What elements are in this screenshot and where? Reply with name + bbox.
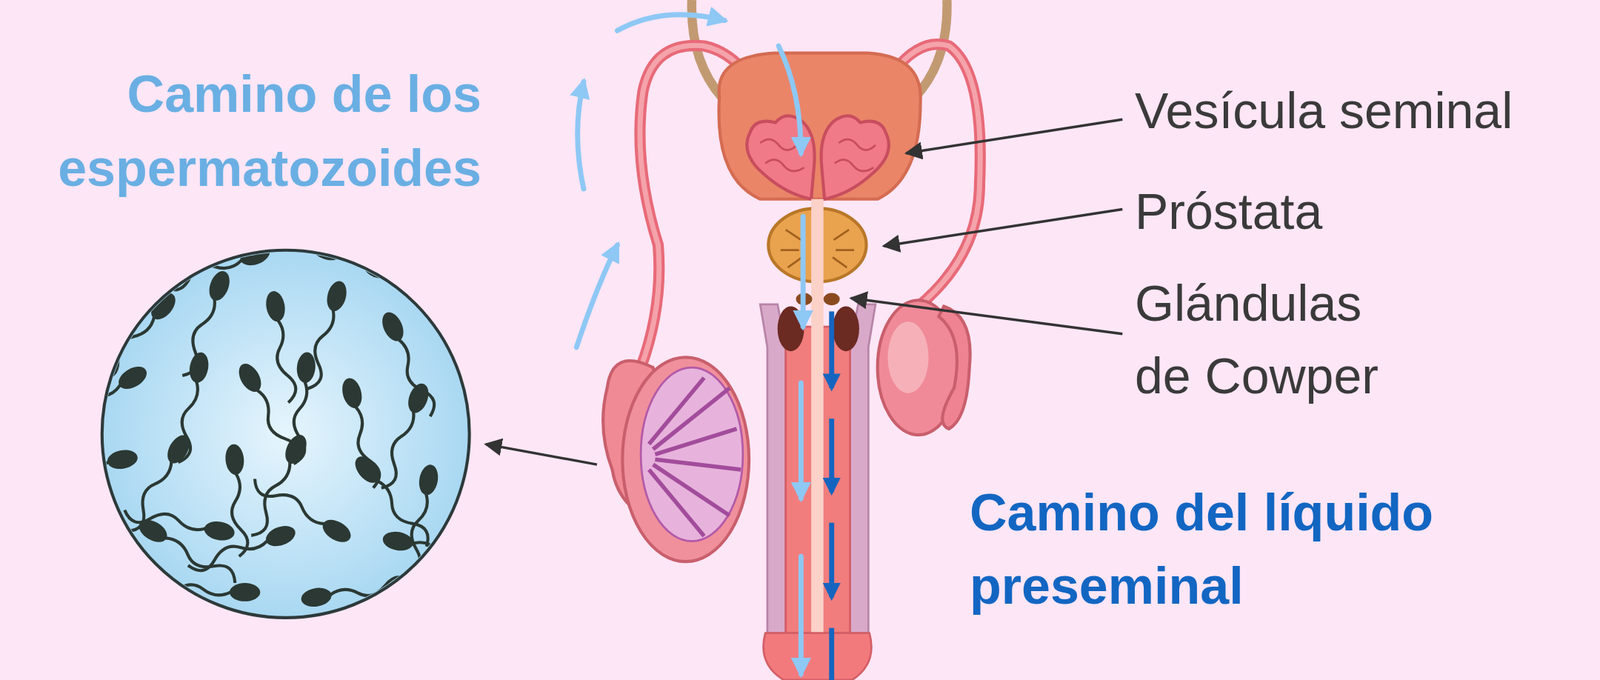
glans: [763, 633, 872, 680]
cowper-gland: [832, 306, 860, 352]
cowper-gland: [823, 293, 840, 306]
corpus: [850, 304, 876, 634]
sperm-path-arrows: [576, 14, 803, 675]
part-label: Vesícula seminal: [1134, 77, 1595, 144]
seminal-vesicle: [746, 115, 815, 199]
bladder: [718, 53, 920, 200]
zoom-pointer: [485, 444, 598, 466]
testis: [622, 357, 749, 562]
preseminal-path-arrows: [828, 311, 835, 680]
testis-interior: [640, 367, 743, 541]
urethra: [811, 199, 824, 680]
magnifier-circle: [102, 250, 470, 618]
vesicle-folds: [760, 139, 876, 172]
preseminal-path-title: Camino del líquido preseminal: [969, 476, 1503, 623]
leader-line: [905, 119, 1123, 153]
seminal-vesicle: [821, 115, 889, 199]
lobules: [648, 377, 741, 537]
part-label: Glándulas de Cowper: [1134, 266, 1424, 412]
part-label: Próstata: [1134, 177, 1595, 245]
testis-shine: [887, 321, 929, 393]
epididymis: [938, 306, 970, 429]
cowper-gland: [777, 306, 805, 352]
leader-line: [883, 209, 1123, 247]
corpus: [760, 304, 786, 634]
leader-line: [851, 297, 1123, 334]
sperm-path-title: Camino de los espermatozoides: [7, 57, 482, 206]
sperm-cells: [25, 236, 495, 609]
